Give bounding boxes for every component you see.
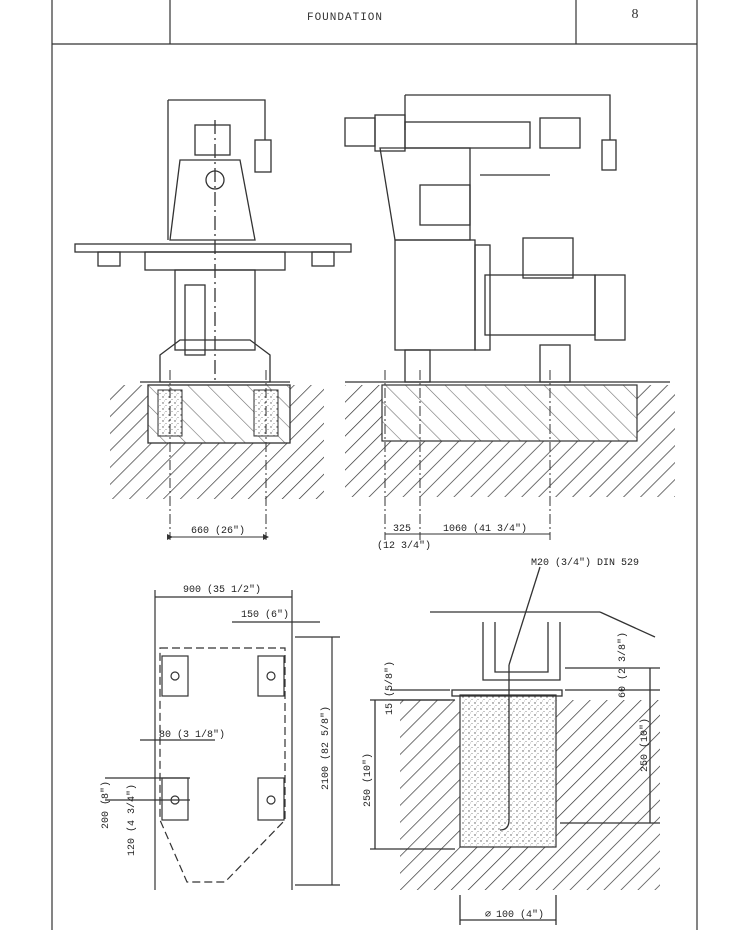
dim-325: 325 bbox=[393, 524, 411, 535]
dim-900: 900 (35 1/2") bbox=[183, 584, 261, 596]
dim-front-anchors: 660 (26") bbox=[167, 525, 269, 540]
dim-250-right: 250 (10") bbox=[639, 718, 651, 772]
dim-325-in: (12 3/4") bbox=[377, 540, 431, 552]
dim-150: 150 (6") bbox=[241, 609, 289, 621]
plan-view bbox=[105, 590, 340, 890]
dim-15: 15 (5/8") bbox=[384, 661, 396, 715]
dim-2100: 2100 (82 5/8") bbox=[320, 706, 332, 790]
bolt-spec-label: M20 (3/4") DIN 529 bbox=[531, 557, 639, 569]
page-number: 8 bbox=[632, 7, 639, 22]
dim-60: 60 (2 3/8") bbox=[617, 632, 629, 698]
front-view-machine bbox=[74, 99, 352, 383]
dim-120: 120 (4 3/4") bbox=[126, 784, 138, 856]
anchor-detail bbox=[370, 566, 660, 925]
dim-diameter: 100 (4") bbox=[496, 909, 544, 921]
front-foundation bbox=[110, 370, 324, 540]
side-foundation bbox=[345, 370, 675, 540]
drawing-title: FOUNDATION bbox=[307, 12, 383, 24]
dim-250-left: 250 (10") bbox=[362, 753, 374, 807]
dim-1060: 1060 (41 3/4") bbox=[443, 523, 527, 535]
dim-200: 200 (8") bbox=[100, 781, 112, 829]
dim-660: 660 (26") bbox=[191, 525, 245, 537]
dim-side: 325 (12 3/4") 1060 (41 3/4") bbox=[377, 523, 550, 552]
dim-80: 80 (3 1/8") bbox=[159, 729, 225, 741]
side-view-machine bbox=[344, 94, 670, 383]
title-block bbox=[51, 0, 698, 930]
diameter-symbol: ⌀ bbox=[485, 910, 491, 921]
